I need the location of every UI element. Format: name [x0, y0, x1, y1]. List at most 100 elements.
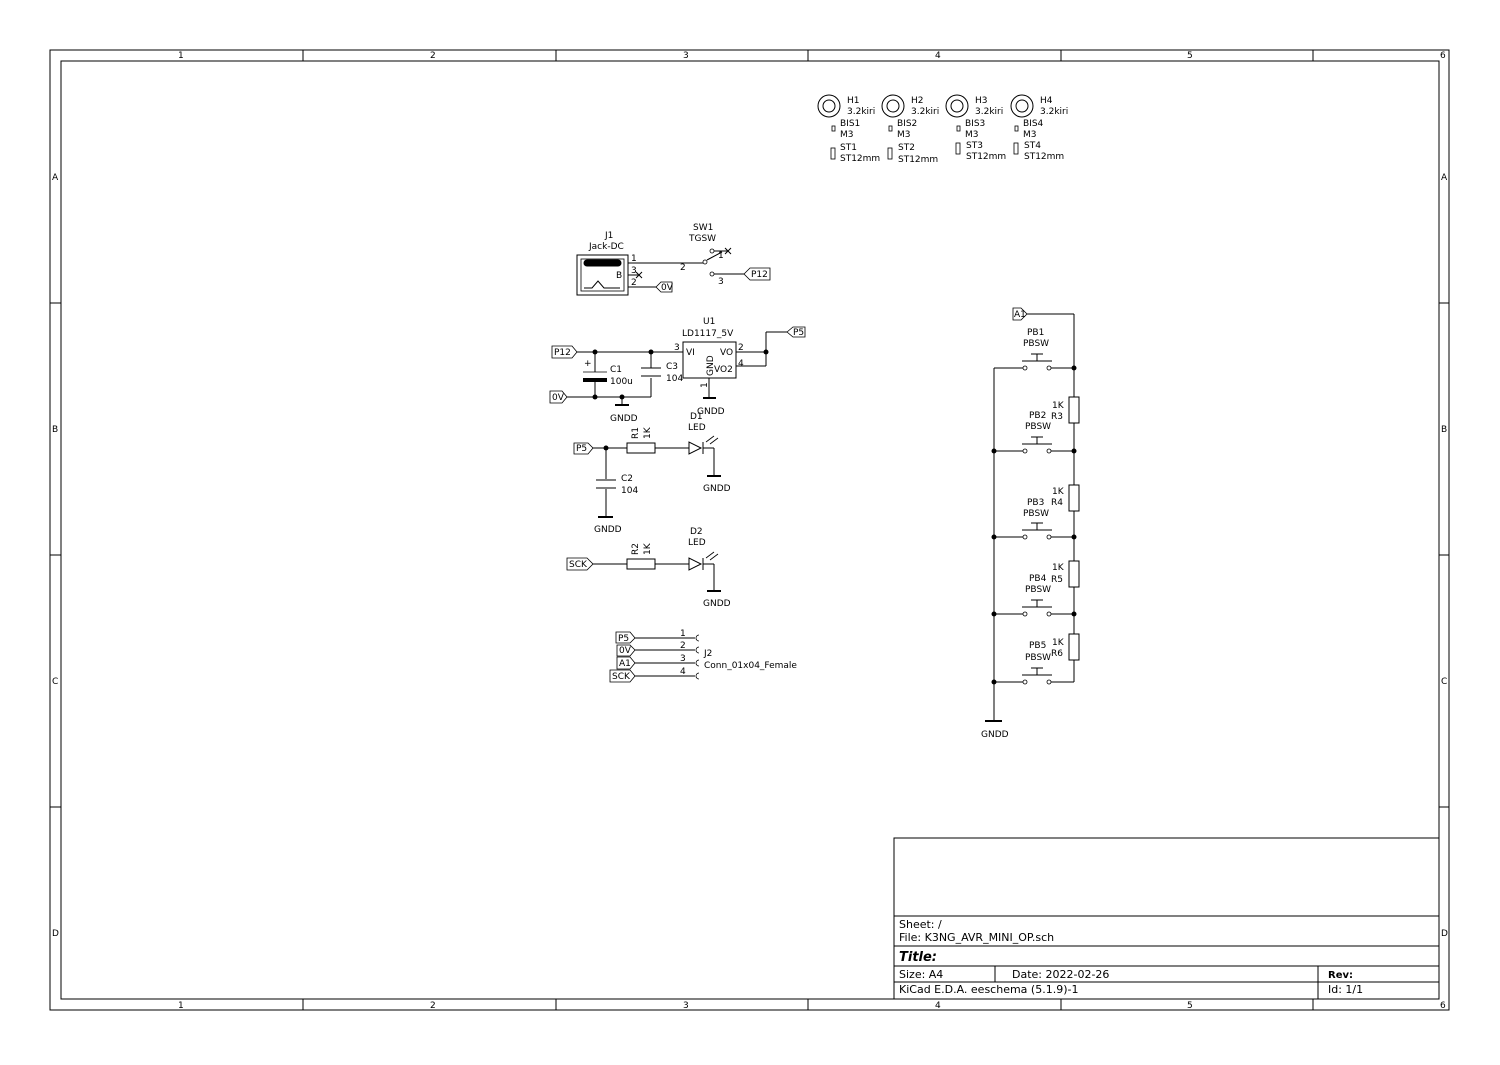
label-p5-d1	[573, 442, 594, 455]
sw1-ref: SW1	[693, 223, 713, 233]
label-a1-ladder	[1012, 307, 1028, 321]
st1-value: ST12mm	[840, 154, 880, 164]
title-block-size: Size: A4	[899, 968, 943, 981]
input-wires	[567, 349, 683, 406]
st2-ref: ST2	[898, 143, 915, 153]
h1-value: 3.2kiri	[847, 107, 875, 117]
label-sck-d2	[566, 557, 594, 571]
r5-value: 1K	[1052, 563, 1065, 573]
title-block-title: Title:	[899, 950, 937, 965]
label-0v-input	[549, 390, 568, 404]
r3-ref: R3	[1051, 412, 1063, 422]
pb5-button-symbol	[1022, 667, 1052, 685]
label-0v-j1-text: 0V	[661, 283, 674, 293]
d2-circuit-wires	[593, 563, 721, 592]
pb3-value: PBSW	[1023, 509, 1049, 519]
c2-gndd: GNDD	[594, 525, 622, 535]
c3-capacitor	[641, 367, 661, 377]
pb2-ref: PB2	[1029, 411, 1046, 421]
label-a1-ladder-text: A1	[1014, 310, 1026, 320]
u1-vo2-pin: VO2	[714, 365, 733, 375]
label-0v-j1	[655, 281, 673, 293]
u1-pin3: 3	[674, 343, 680, 353]
d1-value: LED	[688, 423, 706, 433]
ladder-wires	[985, 313, 1077, 722]
pb2-value: PBSW	[1025, 422, 1051, 432]
mounting-hole-h2	[881, 94, 905, 160]
sw1-pin3: 3	[718, 277, 724, 287]
r1-resistor	[626, 442, 656, 454]
col-label-6: 6	[1440, 51, 1446, 61]
r3-resistor	[1068, 396, 1080, 424]
title-block-date: Date: 2022-02-26	[1012, 968, 1109, 981]
r1-ref: R1	[631, 427, 641, 439]
title-block-id: Id: 1/1	[1328, 983, 1363, 996]
r4-resistor	[1068, 484, 1080, 512]
st1-ref: ST1	[840, 143, 857, 153]
label-p5-d1-text: P5	[576, 444, 587, 454]
j2-pin-4: 4	[680, 667, 686, 677]
pb4-value: PBSW	[1025, 585, 1051, 595]
d1-gndd: GNDD	[703, 484, 731, 494]
h3-value: 3.2kiri	[975, 107, 1003, 117]
pb1-ref: PB1	[1027, 328, 1044, 338]
col-label-4-bottom: 4	[935, 1001, 941, 1011]
c-gndd: GNDD	[610, 414, 638, 424]
label-p12-input-text: P12	[554, 348, 571, 358]
pb2-button-symbol	[1022, 436, 1052, 454]
j2-label-0v: 0V	[619, 646, 632, 656]
h2-ref: H2	[911, 96, 924, 106]
st3-ref: ST3	[966, 141, 983, 151]
c2-ref: C2	[621, 474, 633, 484]
st2-value: ST12mm	[898, 155, 938, 165]
u1-gndd: GNDD	[697, 407, 725, 417]
j1-ref: J1	[604, 231, 613, 241]
st4-value: ST12mm	[1024, 152, 1064, 162]
title-block-tool: KiCad E.D.A. eeschema (5.1.9)-1	[899, 983, 1078, 996]
r1-value: 1K	[643, 426, 653, 439]
c1-ref: C1	[610, 365, 622, 375]
row-label-c-right: C	[1441, 677, 1447, 687]
u1-pin4: 4	[738, 359, 744, 369]
r6-ref: R6	[1051, 649, 1063, 659]
j2-label-sck: SCK	[612, 672, 631, 682]
r4-value: 1K	[1052, 487, 1065, 497]
title-block-file: File: K3NG_AVR_MINI_OP.sch	[899, 931, 1054, 944]
d2-gndd: GNDD	[703, 599, 731, 609]
j2-value: Conn_01x04_Female	[704, 661, 797, 671]
row-label-a-right: A	[1441, 173, 1448, 183]
label-0v-input-text: 0V	[552, 393, 565, 403]
bis4-ref: BIS4	[1023, 119, 1044, 129]
j1-pin2: 2	[631, 278, 637, 288]
d2-value: LED	[688, 538, 706, 548]
row-label-d-right: D	[1441, 929, 1448, 939]
r4-ref: R4	[1051, 498, 1063, 508]
label-p5-u1	[786, 326, 806, 338]
c1-value: 100u	[610, 377, 633, 387]
sw1-switch-symbol	[702, 247, 744, 277]
col-label-5: 5	[1187, 51, 1193, 61]
pb4-ref: PB4	[1029, 574, 1047, 584]
j2-pin-1: 1	[680, 629, 686, 639]
d2-ref: D2	[690, 527, 703, 537]
bis4-value: M3	[1023, 130, 1037, 140]
row-label-b: B	[52, 425, 58, 435]
row-label-b-right: B	[1441, 425, 1447, 435]
j1-value: Jack-DC	[588, 242, 624, 252]
label-p5-u1-text: P5	[793, 328, 804, 338]
bis2-ref: BIS2	[897, 119, 917, 129]
mounting-hole-h1	[817, 94, 841, 160]
title-block	[893, 837, 1440, 1000]
h4-value: 3.2kiri	[1040, 107, 1068, 117]
h4-ref: H4	[1040, 96, 1053, 106]
label-sck-d2-text: SCK	[569, 560, 588, 570]
u1-regulator-symbol	[682, 331, 787, 399]
c2-value: 104	[621, 486, 638, 496]
r5-resistor	[1068, 560, 1080, 588]
col-label-2-bottom: 2	[430, 1001, 436, 1011]
j1-b-label: B	[616, 271, 622, 281]
col-label-1-bottom: 1	[178, 1001, 184, 1011]
pb1-value: PBSW	[1023, 339, 1049, 349]
d1-led-symbol	[688, 435, 719, 455]
